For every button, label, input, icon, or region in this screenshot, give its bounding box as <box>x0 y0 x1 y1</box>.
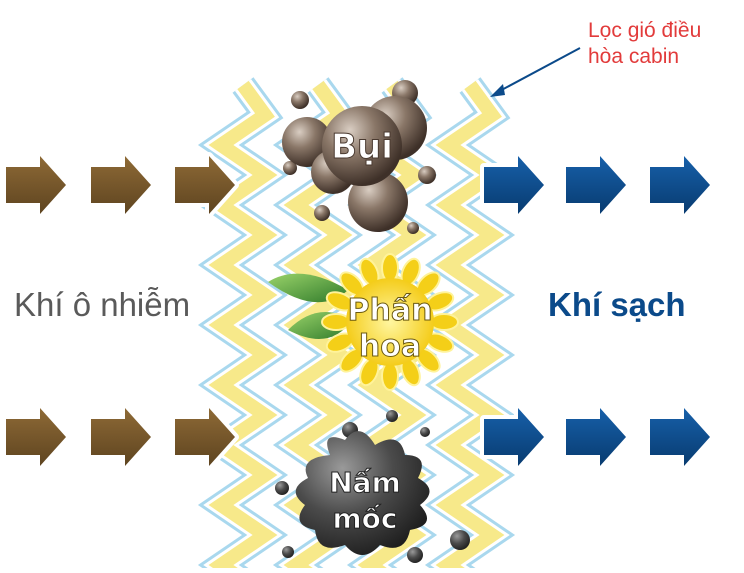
clean-air-arrow <box>650 408 710 466</box>
dust-label: Bụi <box>331 127 393 167</box>
filter-pointer <box>490 47 581 97</box>
pollen-particle: Phấn hoa <box>268 253 459 391</box>
dirty-air-arrow <box>91 156 151 214</box>
dirty-air-arrow <box>6 408 66 466</box>
dirty-air-arrows <box>2 152 239 470</box>
pollen-label-line2: hoa <box>359 329 421 364</box>
dust-particle: Bụi <box>282 80 436 234</box>
clean-air-arrow <box>566 156 626 214</box>
mold-particle: Nấm mốc <box>275 410 470 563</box>
clean-air-arrow <box>650 156 710 214</box>
dirty-air-arrow <box>175 408 235 466</box>
pollen-label-line1: Phấn <box>348 293 433 328</box>
dirty-air-arrow <box>175 156 235 214</box>
mold-label-line2: mốc <box>332 502 397 535</box>
clean-air-arrow <box>484 408 544 466</box>
dirty-air-arrow <box>6 156 66 214</box>
mold-label-line1: Nấm <box>329 466 401 499</box>
clean-air-label: Khí sạch <box>548 286 686 323</box>
pollen-petal <box>321 313 351 331</box>
pollen-petal <box>429 313 459 331</box>
dirty-air-arrow <box>91 408 151 466</box>
clean-air-arrow <box>566 408 626 466</box>
clean-air-arrow <box>484 156 544 214</box>
pollen-petal <box>381 253 399 283</box>
polluted-air-label: Khí ô nhiễm <box>14 286 191 323</box>
pollen-petal <box>381 361 399 391</box>
cabin-filter-label: Lọc gió điều hòa cabin <box>588 19 702 68</box>
clean-air-arrows <box>480 152 714 470</box>
filter-layer-core <box>208 80 278 573</box>
